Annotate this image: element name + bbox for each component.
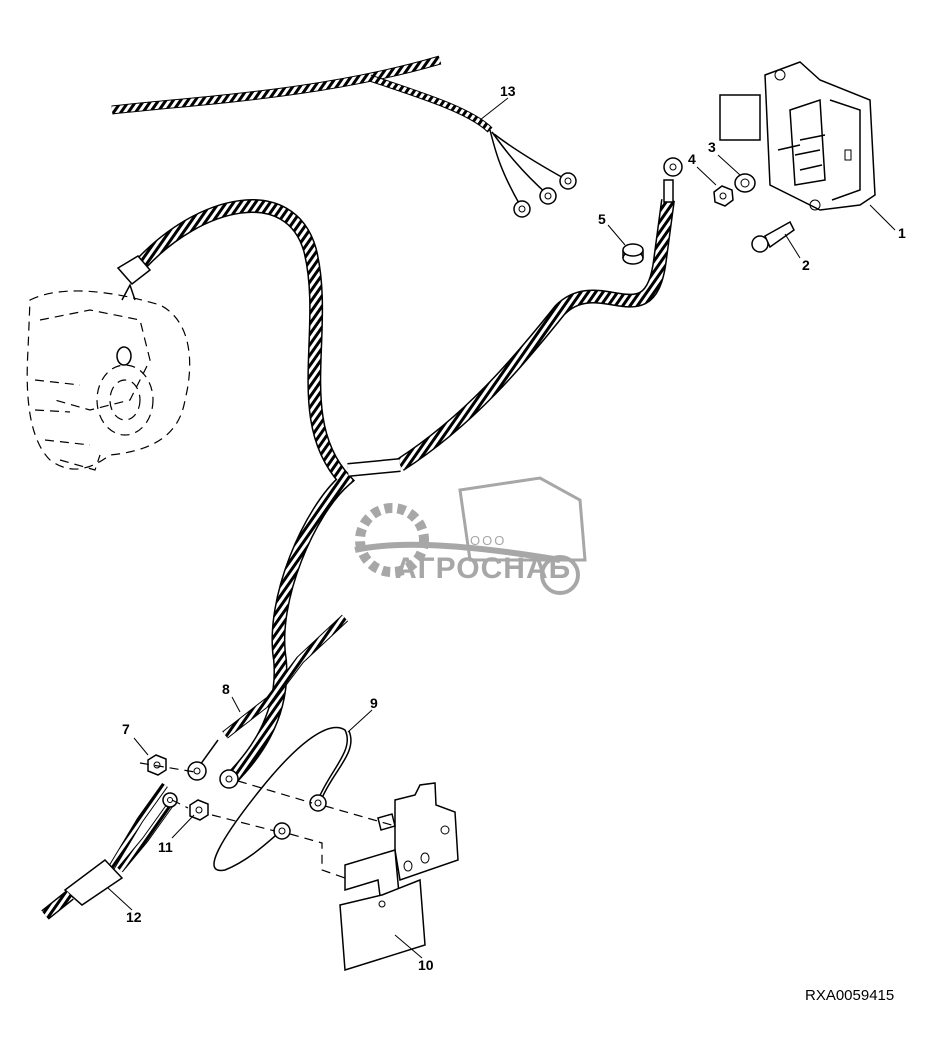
nuts [147,754,209,821]
watermark-line1: ООО [470,533,506,548]
callout-13: 13 [500,83,516,99]
bracket [339,782,459,971]
callout-12: 12 [126,909,142,925]
main-cable [116,157,683,785]
lower-harnesses [41,614,352,920]
watermark: ООО АГРОСНАБ [354,476,587,595]
grommet [622,243,644,265]
callout-2: 2 [802,257,810,273]
callout-10: 10 [418,957,434,973]
callout-7: 7 [122,721,130,737]
leader-lines [107,97,896,959]
figure-id: RXA0059415 [805,987,894,1004]
harness-13 [111,55,577,218]
callout-11: 11 [158,839,173,855]
callout-5: 5 [598,211,606,227]
alternator [26,283,191,471]
junction-block [719,61,876,211]
callout-8: 8 [222,681,230,697]
watermark-line2: АГРОСНАБ [395,552,571,585]
callout-1: 1 [898,225,906,241]
callout-3: 3 [708,139,716,155]
washer-and-nut [713,173,756,207]
assembly-lines [139,762,396,879]
bolt [751,220,795,253]
callout-4: 4 [688,151,696,167]
callout-9: 9 [370,695,378,711]
